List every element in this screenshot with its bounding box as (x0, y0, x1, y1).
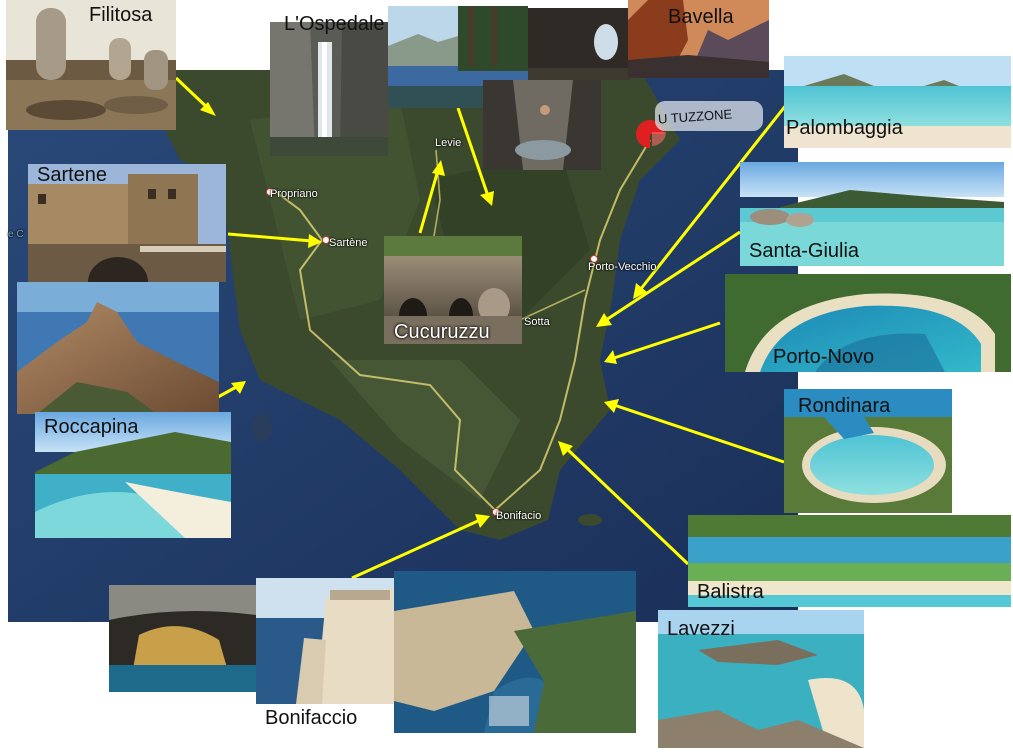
label-porto-novo: Porto-Novo (773, 346, 875, 368)
photo-canyon (483, 80, 601, 170)
photo-balistra (688, 515, 1011, 607)
label-lavezzi: Lavezzi (667, 618, 735, 640)
photo-santa-giulia (740, 162, 1004, 266)
label-cucuruzzu: Cucuruzzu (394, 321, 490, 343)
arrow-porto-novo (604, 321, 721, 364)
photo-rock-arch (528, 8, 630, 80)
town-dot-propriano (266, 188, 274, 196)
town-levie: Levie (435, 137, 462, 149)
arrow-santa-giulia (596, 230, 741, 327)
town-dot-porto-vecchio (590, 255, 598, 263)
town-dot-sartene (322, 236, 330, 244)
label-palombaggia: Palombaggia (786, 117, 903, 139)
label-rondinara: Rondinara (798, 395, 891, 417)
road (494, 139, 651, 511)
town-sotta: Sotta (524, 316, 550, 328)
photo-roccapina (35, 412, 231, 538)
arrow-balistra (558, 441, 690, 566)
photo-bonifaccio-cliffs (256, 578, 394, 704)
label-ospedale: L'Ospedale (284, 13, 385, 35)
town-propriano: Propriano (270, 188, 318, 200)
arrow-palombaggia (633, 99, 792, 299)
arrow-ospedale (456, 107, 494, 206)
town-porto-vecchio: Porto-Vecchio (588, 261, 657, 273)
town-sartene: Sartène (329, 237, 368, 249)
arrow-levie (418, 160, 445, 234)
road (275, 191, 496, 511)
photo-cucuruzzu (384, 236, 522, 344)
photo-lake (388, 6, 528, 108)
town-bonifacio: Bonifacio (496, 510, 542, 522)
photo-palombaggia (784, 56, 1011, 148)
photo-rondinara (784, 389, 952, 513)
photo-bonifacio-harbour (394, 571, 636, 733)
label-balistra: Balistra (697, 581, 764, 603)
label-bonifaccio: Bonifaccio (265, 707, 358, 729)
photo-ospedale (270, 22, 388, 156)
photo-bavella (628, 0, 769, 78)
photo-porto-novo (725, 274, 1011, 372)
island (252, 414, 272, 442)
label-roccapina: Roccapina (44, 416, 139, 438)
label-sartene: Sartene (37, 164, 108, 186)
island (578, 514, 602, 526)
label-filitosa: Filitosa (89, 4, 153, 26)
photo-sartene (28, 164, 226, 282)
photo-sea-cave (109, 585, 256, 692)
land-texture-3 (330, 360, 520, 500)
photo-lavezzi (658, 610, 864, 748)
arrow-filitosa (174, 76, 216, 116)
label-santa-giulia: Santa-Giulia (749, 240, 860, 262)
map-edge-fragment: e C (8, 229, 24, 240)
marker-highlight (652, 132, 666, 146)
photo-cliff-rock (17, 282, 219, 414)
arrow-bonifacio (351, 514, 490, 580)
label-bavella: Bavella (668, 6, 734, 28)
arrow-sartene (227, 232, 322, 248)
arrow-rondinara (604, 399, 785, 464)
u-tuzzone-bubble (655, 101, 763, 131)
town-dot-bonifacio (492, 508, 500, 516)
photo-filitosa (6, 0, 176, 130)
